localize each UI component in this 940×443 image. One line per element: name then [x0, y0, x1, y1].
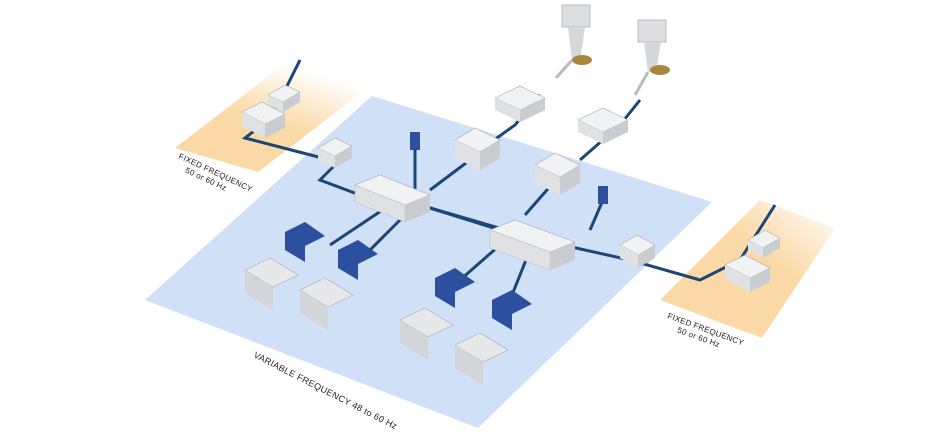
generator-set-4 [454, 290, 532, 385]
propulsion-drive-2 [534, 152, 581, 195]
drive-transformer-1 [494, 85, 546, 122]
generator-set-2 [299, 240, 378, 330]
main-switchboard-1 [354, 174, 431, 223]
switchboard-left-fixed [241, 101, 286, 138]
auxiliary-unit-2 [598, 186, 608, 204]
propulsion-drive-1 [454, 127, 501, 170]
generator-set-1 [244, 222, 325, 310]
azimuth-thruster-2 [633, 19, 670, 96]
drive-transformer-2 [577, 107, 629, 144]
main-switchboard-2 [489, 219, 576, 271]
auxiliary-unit-1 [410, 132, 420, 150]
azimuth-thruster-1 [554, 4, 592, 79]
generator-set-3 [399, 268, 475, 360]
transformer-left [267, 84, 301, 112]
transformer-shore-right [619, 234, 656, 268]
switchboard-right-fixed [724, 254, 771, 292]
transformer-shore-left [317, 137, 353, 168]
transformer-right [747, 229, 781, 258]
